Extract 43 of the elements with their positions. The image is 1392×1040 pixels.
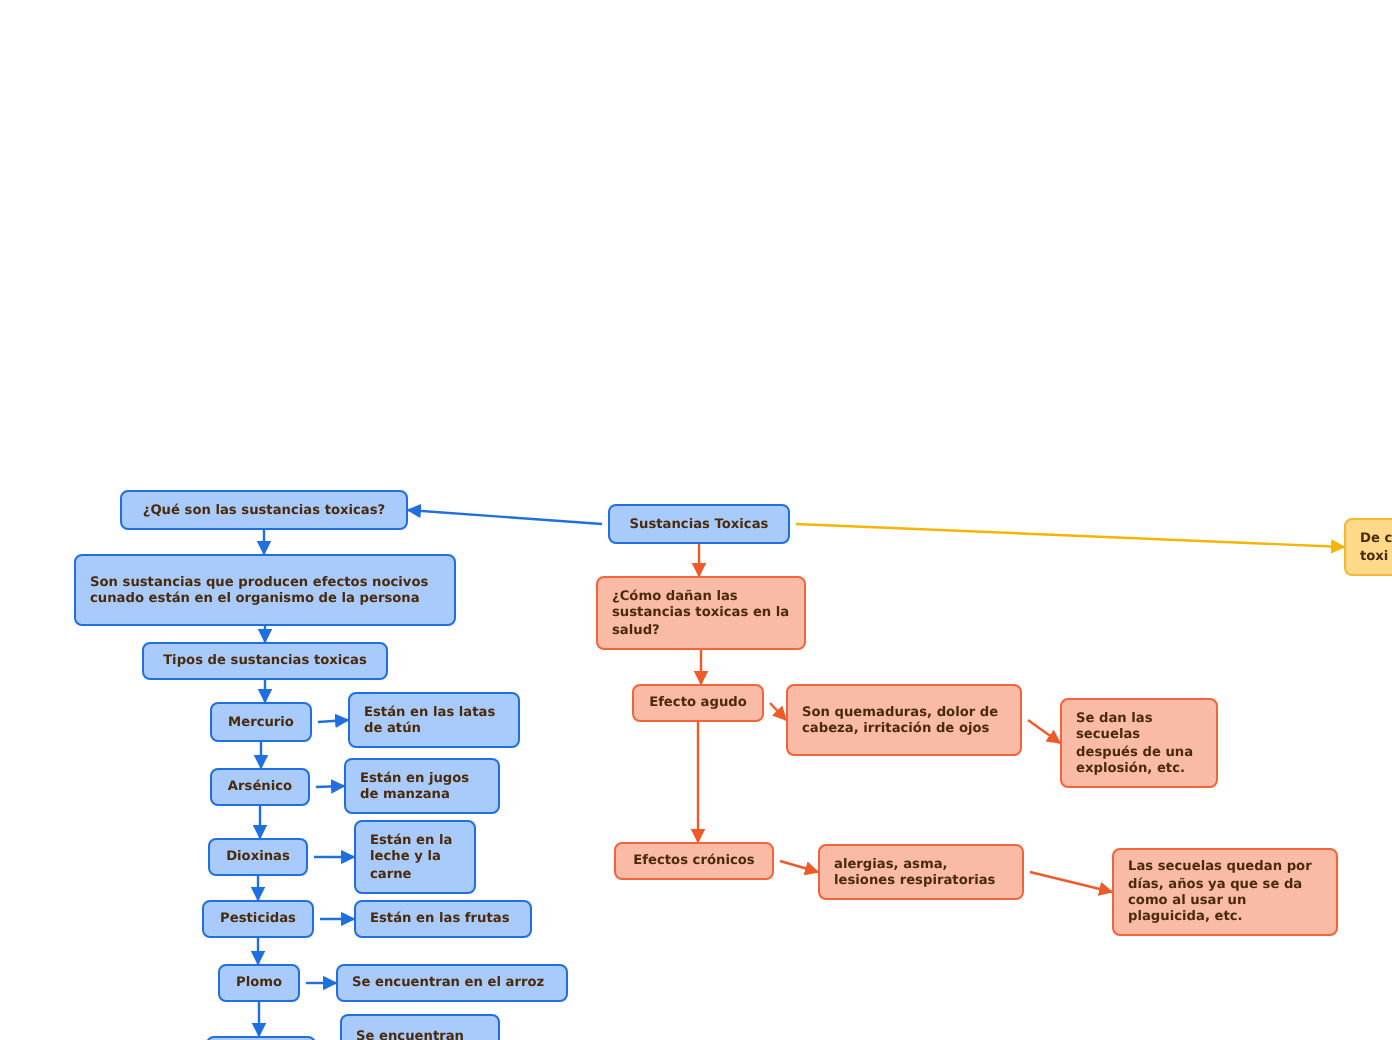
arrow [317,713,350,729]
topic-box [1060,698,1218,788]
arrow [251,1002,267,1038]
arrow [779,859,820,876]
topic-box [354,900,532,938]
topic-box [202,900,314,938]
arrow [253,742,269,770]
arrow [306,975,338,991]
topic-box [218,964,300,1002]
arrow [406,503,603,526]
arrow [690,722,706,844]
topic-box [344,758,500,814]
arrow [252,806,268,840]
topic-box [210,768,310,806]
topic-box [74,554,456,626]
arrow [314,849,356,865]
topic-box [354,820,476,894]
arrow [693,650,709,686]
arrow [320,911,356,927]
arrow [315,779,346,794]
topic-box [818,844,1024,900]
arrow [256,530,272,556]
arrow [250,876,266,902]
topic-box [210,702,312,742]
arrow [257,626,273,644]
topic-box [336,964,568,1002]
topic-box [632,684,764,722]
central-topic-box [608,504,790,544]
topic-box [120,490,408,530]
topic-box [596,576,806,650]
arrow [769,702,787,722]
topic-box [1112,848,1338,936]
arrow [257,680,273,704]
arrow [795,522,1346,554]
topic-box [142,642,388,680]
arrow [250,938,266,966]
topic-box [614,842,774,880]
arrow [1027,719,1062,744]
topic-box [348,692,520,748]
arrow [691,544,707,578]
topic-box [208,838,308,876]
topic-box [786,684,1022,756]
arrow [1029,870,1114,896]
